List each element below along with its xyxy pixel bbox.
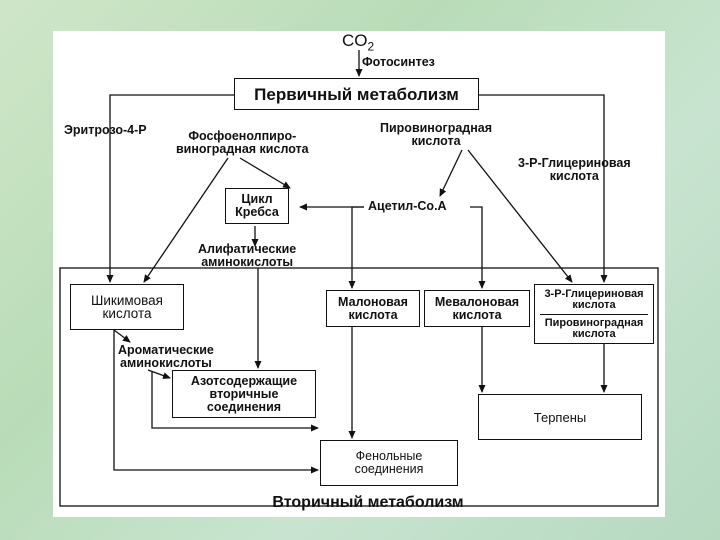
pep-label: Фосфоенолпиро- виноградная кислота [176, 129, 309, 156]
photosynthesis-label: Фотосинтез [362, 55, 435, 69]
pyruvic-label: Пировиноградная кислота [380, 121, 493, 148]
primary-metabolism-box: Первичный метаболизм [234, 78, 479, 110]
malonic-acid-box: Малоновая кислота [326, 290, 420, 327]
co2-label: CO2 [342, 31, 375, 54]
aromatic-label: Ароматические аминокислоты [118, 343, 214, 370]
acetyl-coa-label: Ацетил-Со.А [368, 199, 447, 213]
co2-subscript: 2 [367, 39, 375, 54]
pga-box-text: 3-Р-Глицериновая кислота [540, 288, 648, 315]
nitrogen-compounds-box: Азотсодержащие вторичные соединения [172, 370, 316, 418]
shikimic-acid-box: Шикимовая кислота [70, 284, 184, 330]
pyruvic-box-text: Пировиноградная кислота [544, 316, 644, 340]
erythrose-label: Эритрозо-4-Р [64, 123, 147, 137]
phenolic-compounds-box: Фенольные соединения [320, 440, 458, 486]
secondary-metabolism-box: Вторичный метаболизм [272, 493, 464, 511]
aliphatic-label: Алифатические аминокислоты [198, 242, 297, 269]
mevalonic-acid-box: Мевалоновая кислота [424, 290, 530, 327]
terpenes-box: Терпены [478, 394, 642, 440]
pga-pyruvic-box: 3-Р-Глицериновая кислота Пировиноградная… [534, 284, 654, 344]
pga-label: 3-Р-Глицериновая кислота [518, 156, 631, 183]
secondary-frame [59, 267, 659, 507]
krebs-cycle-box: Цикл Кребса [225, 188, 289, 224]
co2-main: CO [342, 31, 368, 50]
